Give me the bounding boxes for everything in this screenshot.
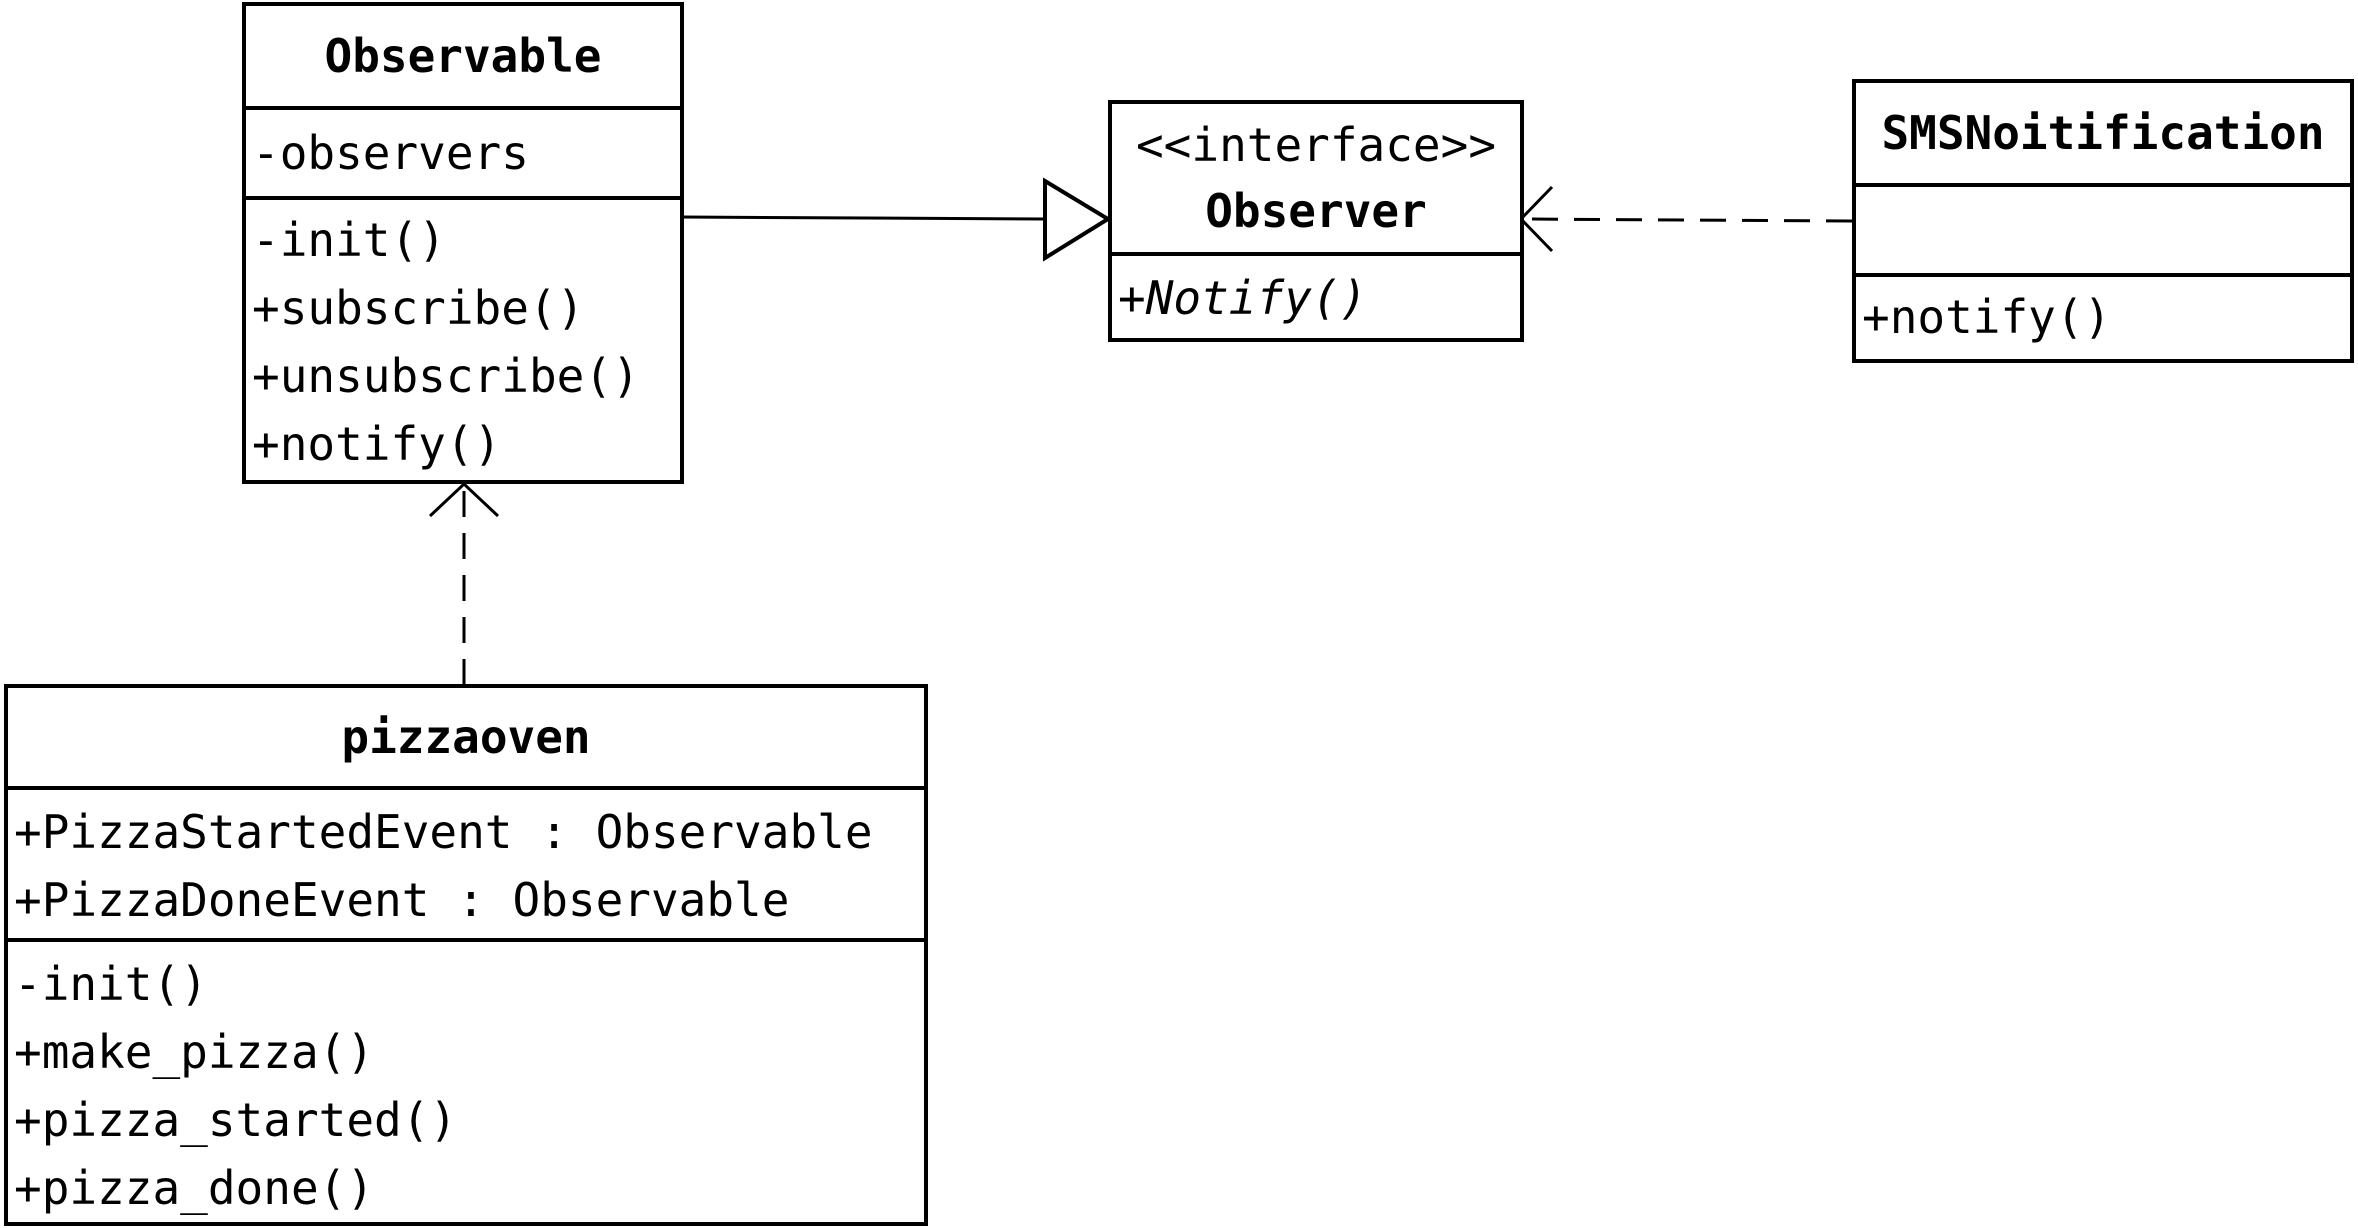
class-name: <<interface>> Observer [1112,104,1520,256]
methods-section: +notify() [1856,277,2350,357]
open-arrowhead [428,481,500,518]
class-name: pizzaoven [8,688,924,790]
class-name-text: SMSNoitification [1881,106,2325,160]
class-smsnoitification[interactable]: SMSNoitification +notify() [1852,79,2354,363]
class-pizzaoven[interactable]: pizzaoven +PizzaStartedEvent : Observabl… [4,684,928,1226]
observable-observer-connector [681,215,1046,221]
method: +pizza_started() [14,1093,458,1147]
class-name-text: pizzaoven [341,710,591,764]
class-name-text: Observer [1205,184,1427,238]
interface-observer[interactable]: <<interface>> Observer +Notify() [1108,100,1524,342]
method: -init() [14,957,208,1011]
method: +make_pizza() [14,1025,375,1079]
attribute: +PizzaDoneEvent : Observable [14,873,790,927]
hollow-triangle-arrowhead [1043,177,1112,262]
method: +notify() [1862,290,2112,344]
sms-observer-dashed-connector [1521,217,1853,223]
method: -init() [252,213,446,267]
method: +unsubscribe() [252,349,640,403]
methods-section: -init() +subscribe() +unsubscribe() +not… [246,200,680,484]
attributes-section: +PizzaStartedEvent : Observable +PizzaDo… [8,790,924,942]
class-observable[interactable]: Observable -observers -init() +subscribe… [242,2,684,484]
class-name: Observable [246,6,680,110]
attributes-section [1856,187,2350,277]
method: +Notify() [1118,271,1368,325]
class-name-text: Observable [324,29,602,83]
method: +subscribe() [252,281,585,335]
attribute: +PizzaStartedEvent : Observable [14,805,873,859]
methods-section: -init() +make_pizza() +pizza_started() +… [8,942,924,1228]
attribute: -observers [252,126,529,180]
class-name: SMSNoitification [1856,83,2350,187]
method: +notify() [252,417,502,471]
stereotype-label: <<interface>> [1135,118,1497,172]
attributes-section: -observers [246,110,680,200]
methods-section: +Notify() [1112,256,1520,338]
method: +pizza_done() [14,1161,375,1215]
